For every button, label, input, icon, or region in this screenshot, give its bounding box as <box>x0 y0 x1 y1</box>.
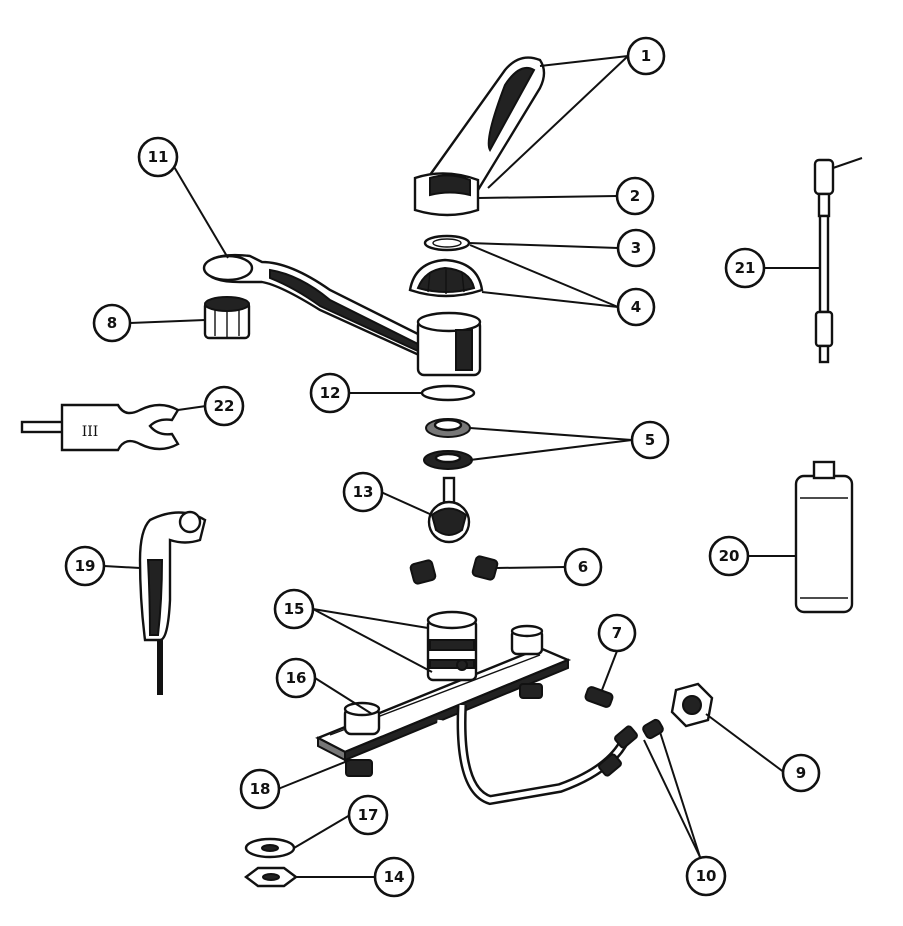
callout-label-1: 1 <box>641 47 651 65</box>
callout-5: 5 <box>630 420 670 460</box>
part-mounting-studs <box>345 683 543 777</box>
callout-10: 10 <box>685 855 727 897</box>
callout-17: 17 <box>347 794 389 836</box>
callout-label-2: 2 <box>630 187 640 205</box>
callout-label-16: 16 <box>286 669 307 687</box>
callout-6: 6 <box>563 547 603 587</box>
part-cartridge-housing <box>426 610 478 682</box>
part-seat-upper <box>425 418 471 438</box>
callout-8: 8 <box>92 303 132 343</box>
callout-21: 21 <box>724 247 766 289</box>
part-o-ring <box>420 384 476 402</box>
part-base-plate <box>315 646 572 762</box>
callout-13: 13 <box>342 471 384 513</box>
callout-label-10: 10 <box>696 867 717 885</box>
callout-16: 16 <box>275 657 317 699</box>
callout-label-19: 19 <box>75 557 96 575</box>
callout-label-12: 12 <box>320 384 341 402</box>
callout-11: 11 <box>137 136 179 178</box>
callout-label-8: 8 <box>107 314 117 332</box>
part-fitting <box>584 686 614 708</box>
callout-label-3: 3 <box>631 239 641 257</box>
callout-label-20: 20 <box>719 547 740 565</box>
part-handle-lever <box>422 56 546 192</box>
part-ball <box>427 476 471 544</box>
part-lock-nut <box>244 866 298 888</box>
callout-label-7: 7 <box>612 624 622 642</box>
leader-lines <box>103 55 820 878</box>
wrench-marking: III <box>82 424 99 440</box>
callout-1: 1 <box>626 36 666 76</box>
callout-label-15: 15 <box>284 600 305 618</box>
part-small-fittings <box>642 718 664 740</box>
part-spout-collar <box>416 311 482 377</box>
callout-12: 12 <box>309 372 351 414</box>
part-spout <box>202 253 432 362</box>
callout-label-6: 6 <box>578 558 588 576</box>
callout-label-13: 13 <box>353 483 374 501</box>
callout-18: 18 <box>239 768 281 810</box>
callout-14: 14 <box>373 856 415 898</box>
callout-label-5: 5 <box>645 431 655 449</box>
callout-7: 7 <box>597 613 637 653</box>
callout-20: 20 <box>708 535 750 577</box>
part-ring-inner <box>432 238 462 248</box>
part-dome-cap <box>408 258 484 298</box>
callout-label-17: 17 <box>358 806 379 824</box>
part-washer <box>244 837 296 859</box>
callout-19: 19 <box>64 545 106 587</box>
part-seat-lower <box>423 450 473 470</box>
callout-label-4: 4 <box>631 298 641 316</box>
part-handle-body <box>413 172 480 217</box>
callout-label-9: 9 <box>796 764 806 782</box>
callout-4: 4 <box>616 287 656 327</box>
part-hex-nut <box>670 682 714 728</box>
callout-3: 3 <box>616 228 656 268</box>
part-soap-pump <box>813 157 863 364</box>
callout-label-21: 21 <box>735 259 756 277</box>
part-soap-bottle <box>794 460 854 614</box>
callout-22: 22 <box>203 385 245 427</box>
callout-2: 2 <box>615 176 655 216</box>
part-supply-tubes <box>435 704 638 833</box>
part-spray-head <box>138 510 207 695</box>
part-base-stud-right <box>510 624 544 656</box>
callout-15: 15 <box>273 588 315 630</box>
callout-9: 9 <box>781 753 821 793</box>
callout-label-22: 22 <box>214 397 235 415</box>
callout-label-14: 14 <box>384 868 405 886</box>
part-springs <box>409 555 499 585</box>
part-base-stud-left <box>343 701 381 736</box>
callout-label-18: 18 <box>250 780 271 798</box>
part-aerator <box>203 296 251 340</box>
part-wrench: III <box>20 403 180 452</box>
part-ring <box>423 234 471 252</box>
callout-label-11: 11 <box>148 148 169 166</box>
